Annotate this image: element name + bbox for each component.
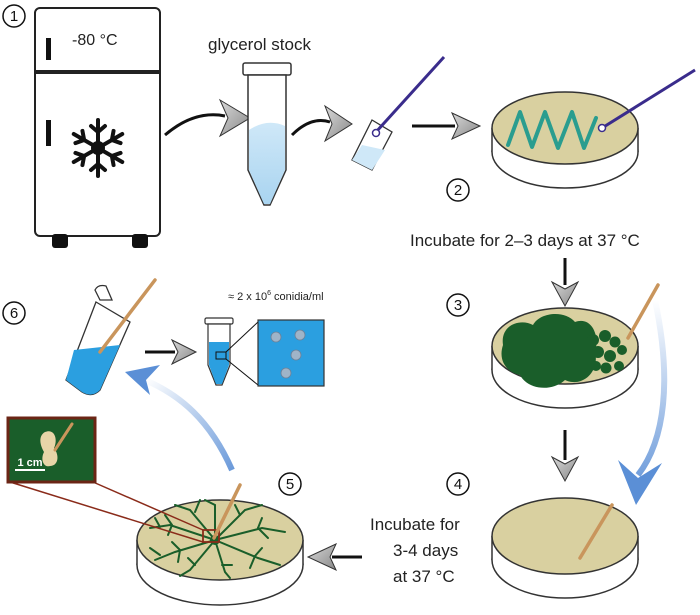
incubate-2-3-days-label: Incubate for 2–3 days at 37 °C <box>410 231 640 250</box>
step-number-5: 5 <box>286 476 294 493</box>
step-number-2: 2 <box>454 182 462 199</box>
incubate-3-4-days-line3: at 37 °C <box>393 567 455 586</box>
step-5-marker: 5 <box>278 472 302 496</box>
arrow-loop-to-dish <box>412 111 482 141</box>
step-1-marker: 1 <box>2 4 26 28</box>
arrow-step4-to-step5 <box>306 542 362 572</box>
snowflake-icon <box>71 118 125 178</box>
blue-arrow-step3-to-step4 <box>618 299 668 505</box>
step-number-6: 6 <box>10 305 18 322</box>
scale-bar-label: 1 cm <box>17 457 42 469</box>
conidia-concentration-label: ≈ 2 x 106 conidia/ml <box>228 290 324 303</box>
step-4-marker: 4 <box>446 472 470 496</box>
petri-dish-step-4 <box>491 497 639 599</box>
petri-dish-step-3 <box>491 307 639 409</box>
swab-icon <box>626 283 660 340</box>
petri-dish-step-5 <box>136 483 304 606</box>
arrow-freezer-to-tube <box>164 98 251 138</box>
zoom-inset: 1 cm <box>6 416 204 543</box>
incubate-3-4-days-line1: Incubate for <box>370 515 460 534</box>
arrow-step2-to-step3 <box>550 258 580 308</box>
glycerol-stock-label: glycerol stock <box>208 35 311 54</box>
arrow-step3-to-step4 <box>550 430 580 483</box>
tube-with-swab-icon <box>65 278 157 396</box>
step-number-3: 3 <box>454 297 462 314</box>
step-6-marker: 6 <box>2 301 26 325</box>
step-number-1: 1 <box>10 8 18 25</box>
step-2-marker: 2 <box>446 178 470 202</box>
conidia-tube-icon <box>204 317 325 387</box>
step-number-4: 4 <box>454 476 462 493</box>
blue-arrow-step5-to-step6 <box>125 365 235 472</box>
incubate-3-4-days-line2: 3-4 days <box>393 541 458 560</box>
arrow-step6 <box>145 338 198 366</box>
arrow-tube-to-loop <box>290 104 353 143</box>
petri-dish-step-2 <box>491 68 696 189</box>
step-3-marker: 3 <box>446 293 470 317</box>
freezer-temperature: -80 °C <box>72 32 118 49</box>
pipette-loop-icon <box>351 55 446 171</box>
tube-icon <box>242 62 292 206</box>
